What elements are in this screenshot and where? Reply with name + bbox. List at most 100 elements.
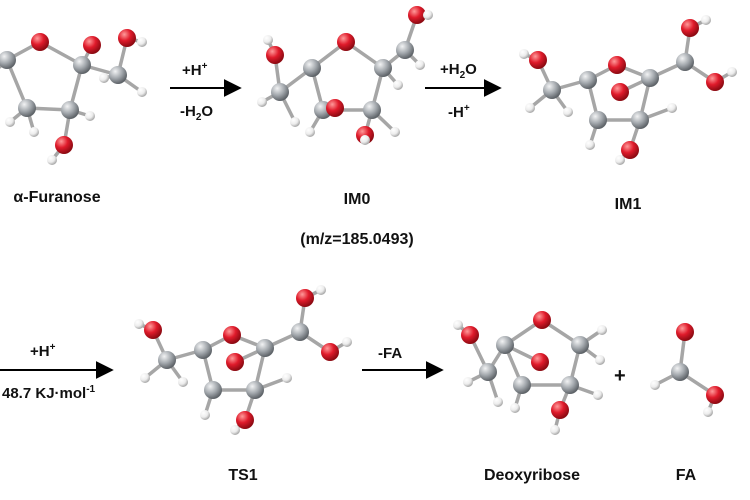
oxygen-atom: [296, 289, 314, 307]
carbon-atom: [543, 81, 561, 99]
hydrogen-atom: [137, 37, 147, 47]
hydrogen-atom: [510, 403, 520, 413]
hydrogen-atom: [134, 319, 144, 329]
carbon-atom: [571, 336, 589, 354]
oxygen-atom: [529, 51, 547, 69]
molecule-im0: [257, 6, 433, 145]
hydrogen-atom: [257, 97, 267, 107]
label-im0-mz: (m/z=185.0493): [300, 231, 414, 248]
hydrogen-atom: [667, 103, 677, 113]
carbon-atom: [291, 323, 309, 341]
hydrogen-atom: [525, 103, 535, 113]
oxygen-atom: [531, 353, 549, 371]
oxygen-atom: [31, 33, 49, 51]
carbon-atom: [204, 381, 222, 399]
hydrogen-atom: [463, 377, 473, 387]
carbon-atom: [374, 59, 392, 77]
oxygen-atom: [551, 401, 569, 419]
oxygen-atom: [676, 323, 694, 341]
molecule-ts1: [134, 285, 352, 435]
oxygen-atom: [266, 46, 284, 64]
hydrogen-atom: [47, 155, 57, 165]
hydrogen-atom: [493, 397, 503, 407]
oxygen-atom: [608, 56, 626, 74]
oxygen-atom: [408, 6, 426, 24]
step1-condition-below: -H2O: [180, 103, 214, 123]
hydrogen-atom: [585, 140, 595, 150]
hydrogen-atom: [595, 355, 605, 365]
carbon-atom: [676, 53, 694, 71]
hydrogen-atom: [137, 87, 147, 97]
hydrogen-atom: [99, 73, 109, 83]
hydrogen-atom: [597, 325, 607, 335]
carbon-atom: [256, 339, 274, 357]
step2-condition-below: -H+: [448, 103, 470, 121]
oxygen-atom: [144, 321, 162, 339]
oxygen-atom: [681, 19, 699, 37]
hydrogen-atom: [393, 80, 403, 90]
carbon-atom: [303, 59, 321, 77]
carbon-atom: [363, 101, 381, 119]
label-fa: FA: [675, 467, 697, 484]
hydrogen-atom: [263, 35, 273, 45]
label-im1: IM1: [614, 196, 642, 213]
molecule-alpha-furanose: [0, 29, 147, 165]
carbon-atom: [246, 381, 264, 399]
oxygen-atom: [326, 99, 344, 117]
oxygen-atom: [226, 353, 244, 371]
molecule-im1: [519, 15, 737, 165]
hydrogen-atom: [85, 111, 95, 121]
hydrogen-atom: [701, 15, 711, 25]
hydrogen-atom: [453, 320, 463, 330]
hydrogen-atom: [178, 377, 188, 387]
carbon-atom: [561, 376, 579, 394]
step3-condition-above: +H+: [30, 342, 56, 360]
carbon-atom: [513, 376, 531, 394]
oxygen-atom: [337, 33, 355, 51]
hydrogen-atom: [200, 410, 210, 420]
carbon-atom: [61, 101, 79, 119]
hydrogen-atom: [5, 117, 15, 127]
hydrogen-atom: [29, 127, 39, 137]
label-alpha-furanose: α-Furanose: [13, 189, 101, 206]
hydrogen-atom: [727, 67, 737, 77]
hydrogen-atom: [230, 425, 240, 435]
label-im0: IM0: [343, 191, 371, 208]
carbon-atom: [194, 341, 212, 359]
hydrogen-atom: [390, 127, 400, 137]
carbon-atom: [18, 99, 36, 117]
carbon-atom: [271, 83, 289, 101]
oxygen-atom: [236, 411, 254, 429]
hydrogen-atom: [423, 10, 433, 20]
carbon-atom: [496, 336, 514, 354]
carbon-atom: [589, 111, 607, 129]
molecule-fa: [650, 323, 724, 417]
oxygen-atom: [706, 386, 724, 404]
oxygen-atom: [611, 83, 629, 101]
label-ts1: TS1: [228, 467, 258, 484]
step3-condition-below: 48.7 KJ·mol-1: [2, 384, 96, 402]
hydrogen-atom: [282, 373, 292, 383]
hydrogen-atom: [703, 407, 713, 417]
carbon-atom: [109, 66, 127, 84]
carbon-atom: [479, 363, 497, 381]
hydrogen-atom: [305, 127, 315, 137]
hydrogen-atom: [415, 60, 425, 70]
carbon-atom: [158, 351, 176, 369]
oxygen-atom: [706, 73, 724, 91]
hydrogen-atom: [140, 373, 150, 383]
label-deoxyribose: Deoxyribose: [483, 467, 581, 484]
hydrogen-atom: [593, 390, 603, 400]
oxygen-atom: [321, 343, 339, 361]
carbon-atom: [671, 363, 689, 381]
hydrogen-atom: [550, 425, 560, 435]
hydrogen-atom: [360, 135, 370, 145]
hydrogen-atom: [519, 49, 529, 59]
hydrogen-atom: [650, 380, 660, 390]
oxygen-atom: [621, 141, 639, 159]
hydrogen-atom: [316, 285, 326, 295]
step2-condition-above: +H2O: [440, 61, 477, 81]
step4-condition-above: -FA: [378, 345, 403, 362]
plus-sign: +: [614, 365, 626, 387]
